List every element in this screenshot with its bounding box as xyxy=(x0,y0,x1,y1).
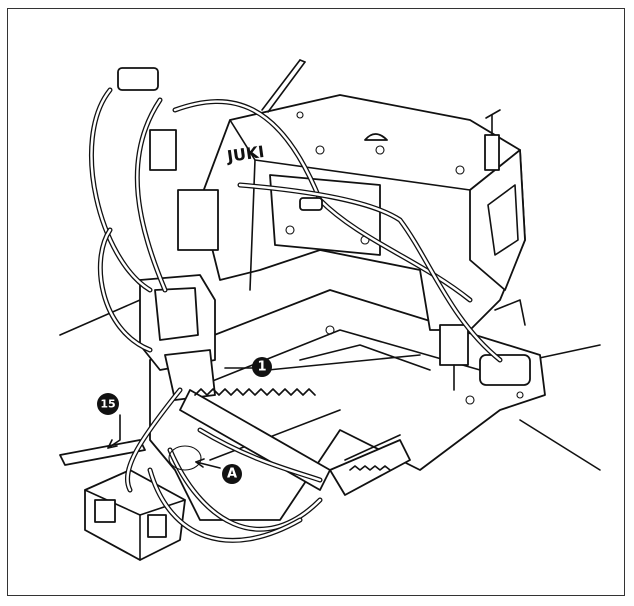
callout-part-1-label: 1 xyxy=(257,360,266,375)
callout-part-15: 15 xyxy=(97,393,119,415)
leader-lines xyxy=(107,354,421,471)
callout-part-15-label: 15 xyxy=(100,398,115,411)
callout-point-a: A xyxy=(222,464,242,484)
callout-point-a-label: A xyxy=(227,467,237,482)
lower-rod-assembly xyxy=(329,434,411,496)
feed-rack xyxy=(179,388,331,491)
needle-area xyxy=(439,299,531,391)
thread-stand xyxy=(261,59,501,171)
valve-block xyxy=(139,129,219,401)
machine-arm: JUKI xyxy=(199,94,526,331)
callout-part-1: 1 xyxy=(252,357,272,377)
air-tubes xyxy=(88,67,503,543)
table-lines xyxy=(59,299,601,471)
figure-frame xyxy=(7,8,625,596)
